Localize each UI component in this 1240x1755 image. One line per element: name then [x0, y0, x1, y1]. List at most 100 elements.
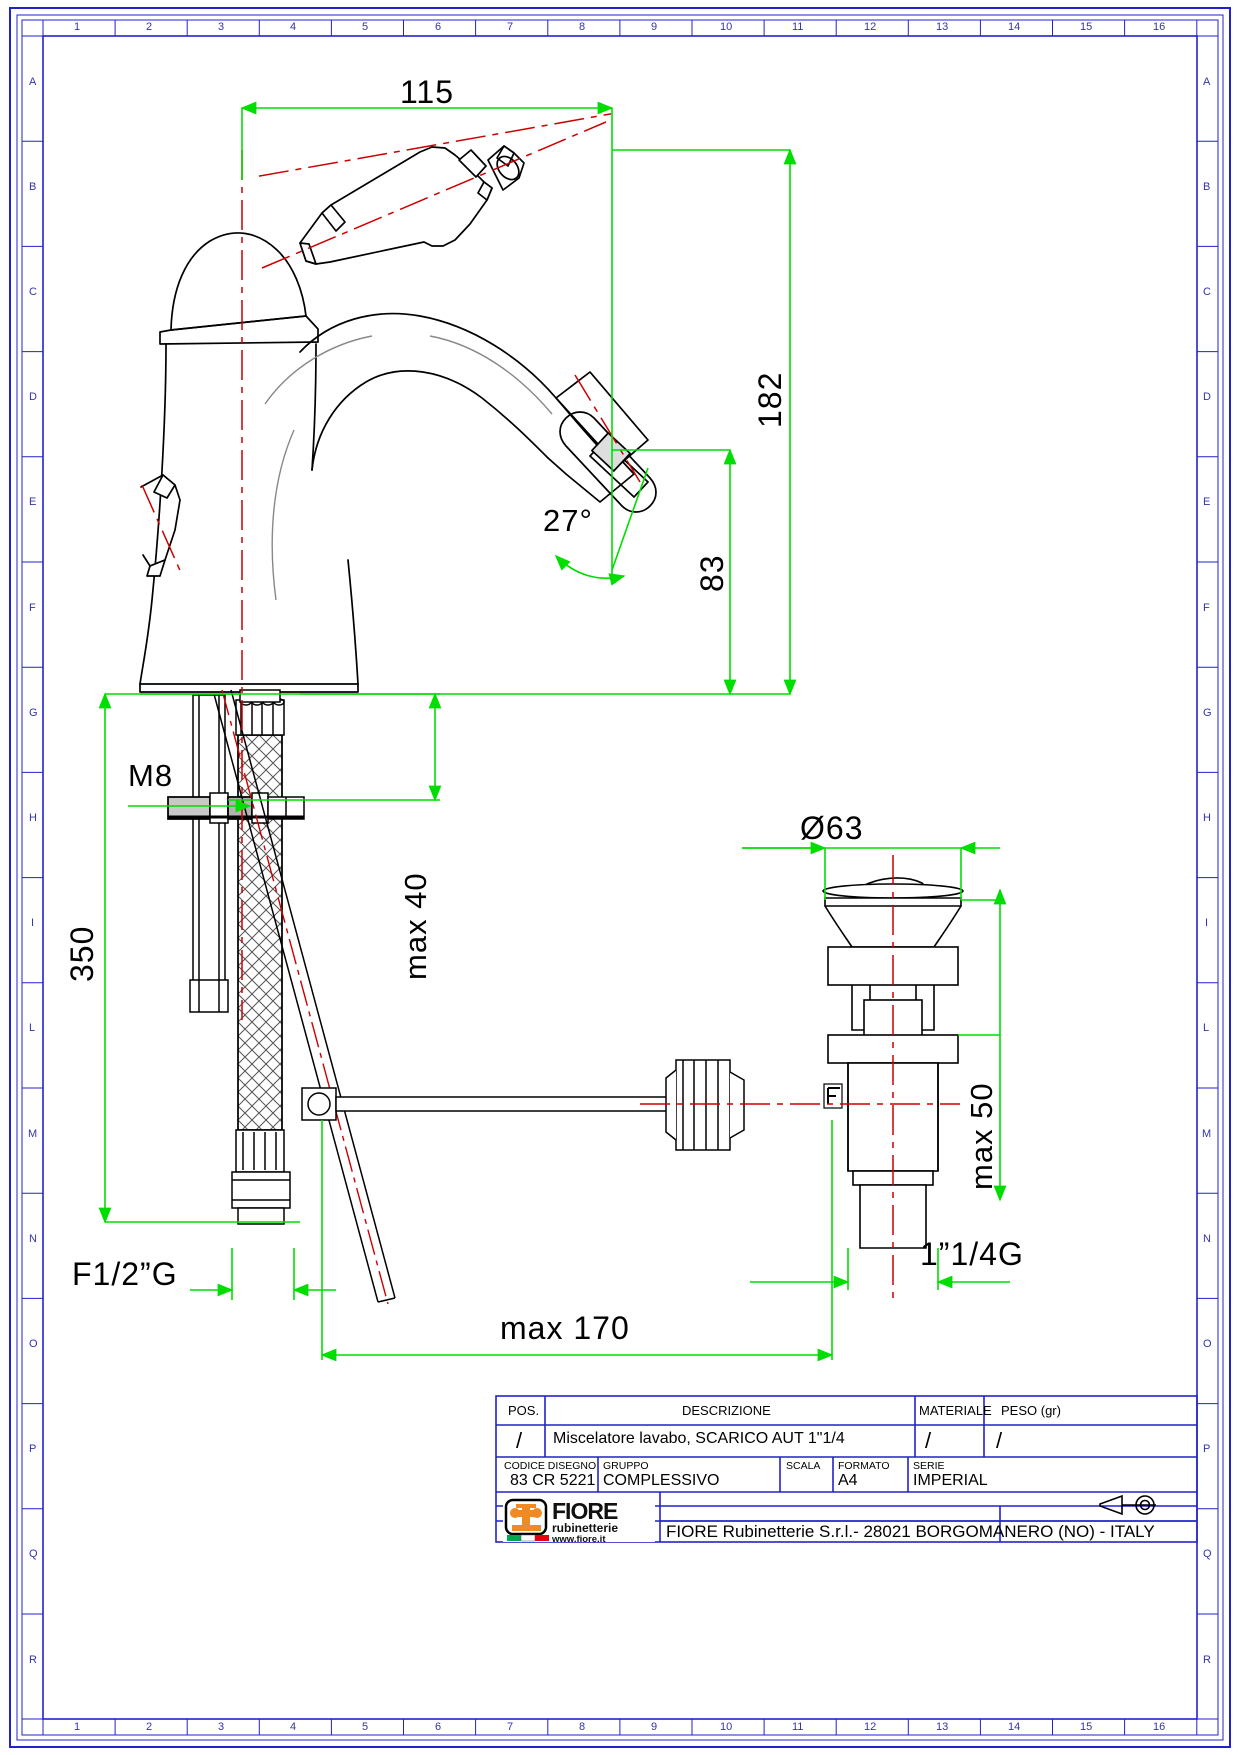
zone-col-2: 2: [146, 21, 153, 33]
company-footer: FIORE Rubinetterie S.r.l.- 28021 BORGOMA…: [666, 1522, 1155, 1541]
zone-ticks: [22, 20, 1218, 1735]
zone-col-9: 9: [651, 21, 658, 33]
title-header-gruppo: GRUPPO: [603, 1460, 649, 1472]
zone-col-7: 7: [507, 21, 514, 33]
dimension-rod-max: max 170: [500, 1310, 630, 1346]
zone-col-b9: 9: [651, 1721, 658, 1733]
dimension-drain-max: max 50: [964, 1082, 999, 1190]
zone-row-m: M: [28, 1128, 38, 1140]
zone-col-b6: 6: [435, 1721, 442, 1733]
zone-row-q: Q: [29, 1548, 38, 1560]
pivot-linkage: [301, 1059, 745, 1151]
zone-col-b12: 12: [864, 1721, 877, 1733]
zone-row-f: F: [29, 602, 36, 614]
zone-col-5: 5: [362, 21, 369, 33]
dimension-spout-height: 83: [694, 554, 730, 592]
zone-row-g: G: [29, 707, 38, 719]
dimension-max-thickness: max 40: [398, 872, 433, 980]
dimension-thread-top: M8: [128, 758, 174, 793]
zone-col-b13: 13: [936, 1721, 949, 1733]
dimension-drain-diameter: Ø63: [800, 810, 864, 846]
zone-row-rb: B: [1203, 181, 1211, 193]
zone-row-rf: F: [1203, 602, 1210, 614]
zone-row-rl: L: [1203, 1022, 1210, 1034]
zone-col-6: 6: [435, 21, 442, 33]
zone-col-10: 10: [720, 21, 733, 33]
dimension-width-overall: 115: [400, 74, 455, 110]
rod-centerline: [221, 689, 389, 1305]
zone-row-i: I: [31, 917, 35, 929]
zone-row-d: D: [29, 391, 37, 403]
zone-row-rc: C: [1203, 286, 1211, 298]
title-header-descrizione: DESCRIZIONE: [682, 1403, 771, 1418]
zone-row-rr: R: [1203, 1654, 1211, 1666]
zone-row-rp: P: [1203, 1443, 1211, 1455]
zone-col-b7: 7: [507, 1721, 514, 1733]
lever-handle: [299, 145, 525, 265]
zone-row-e: E: [29, 496, 37, 508]
zone-row-o: O: [29, 1338, 38, 1350]
spout-inner-arcs: [264, 335, 553, 601]
zone-row-c: C: [29, 286, 37, 298]
title-header-pos: POS.: [508, 1403, 540, 1418]
zone-row-l: L: [29, 1022, 36, 1034]
zone-col-14: 14: [1008, 21, 1021, 33]
zone-col-b1: 1: [74, 1721, 81, 1733]
faucet-spout: [299, 312, 657, 513]
zone-row-n: N: [29, 1233, 37, 1245]
zone-row-rh: H: [1203, 812, 1211, 824]
zone-row-b: B: [29, 181, 37, 193]
title-header-scala: SCALA: [786, 1460, 821, 1472]
zone-col-b5: 5: [362, 1721, 369, 1733]
title-value-descrizione: Miscelatore lavabo, SCARICO AUT 1"1/4: [553, 1430, 845, 1447]
drain-waste-assembly: [822, 877, 964, 1249]
zone-row-p: P: [29, 1443, 37, 1455]
title-value-materiale: /: [925, 1428, 932, 1453]
title-header-serie: SERIE: [913, 1460, 945, 1472]
title-value-gruppo: COMPLESSIVO: [603, 1472, 720, 1489]
zone-row-rg: G: [1203, 707, 1212, 719]
zone-col-b2: 2: [146, 1721, 153, 1733]
zone-col-1: 1: [74, 21, 81, 33]
zone-col-16: 16: [1153, 21, 1166, 33]
title-header-formato: FORMATO: [838, 1460, 890, 1472]
zone-col-b15: 15: [1080, 1721, 1093, 1733]
zone-col-b11: 11: [792, 1721, 804, 1733]
dimension-drain-thread: 1”1/4G: [920, 1236, 1024, 1272]
zone-row-rq: Q: [1203, 1548, 1212, 1560]
zone-row-ra: A: [1203, 76, 1211, 88]
title-value-pos: /: [516, 1428, 523, 1453]
zone-col-4: 4: [290, 21, 297, 33]
zone-col-11: 11: [792, 21, 804, 33]
title-value-peso: /: [996, 1428, 1003, 1453]
zone-col-12: 12: [864, 21, 877, 33]
zone-col-b4: 4: [290, 1721, 297, 1733]
title-value-serie: IMPERIAL: [913, 1472, 988, 1489]
zone-row-rm: M: [1202, 1128, 1212, 1140]
zone-row-r: R: [29, 1654, 37, 1666]
zone-row-ri: I: [1205, 917, 1209, 929]
dimension-hose-length: 350: [64, 925, 100, 982]
centerlines: [141, 113, 960, 1300]
zone-row-h: H: [29, 812, 37, 824]
first-angle-projection-icon: [1099, 1494, 1156, 1516]
zone-col-b10: 10: [720, 1721, 733, 1733]
dimension-lines: [98, 101, 1010, 1362]
title-block-frame: [495, 1395, 1198, 1543]
hose-and-shank: [167, 689, 305, 1225]
title-value-formato: A4: [838, 1472, 858, 1489]
zone-col-13: 13: [936, 21, 949, 33]
title-value-codice-disegno: 83 CR 5221: [510, 1472, 596, 1489]
faucet-assembly-drawing: [139, 145, 657, 693]
dimension-inlet-thread: F1/2”G: [72, 1256, 178, 1292]
zone-row-rn: N: [1203, 1233, 1211, 1245]
zone-row-a: A: [29, 76, 37, 88]
dimension-spout-angle: 27°: [543, 503, 593, 538]
svg-text:www.fiore.it: www.fiore.it: [551, 1534, 606, 1545]
dimension-height-overall: 182: [752, 371, 788, 428]
fiore-logo: FIORE rubinetterie www.fiore.it: [503, 1497, 655, 1545]
title-header-codice-disegno: CODICE DISEGNO: [504, 1460, 597, 1472]
zone-col-b16: 16: [1153, 1721, 1166, 1733]
